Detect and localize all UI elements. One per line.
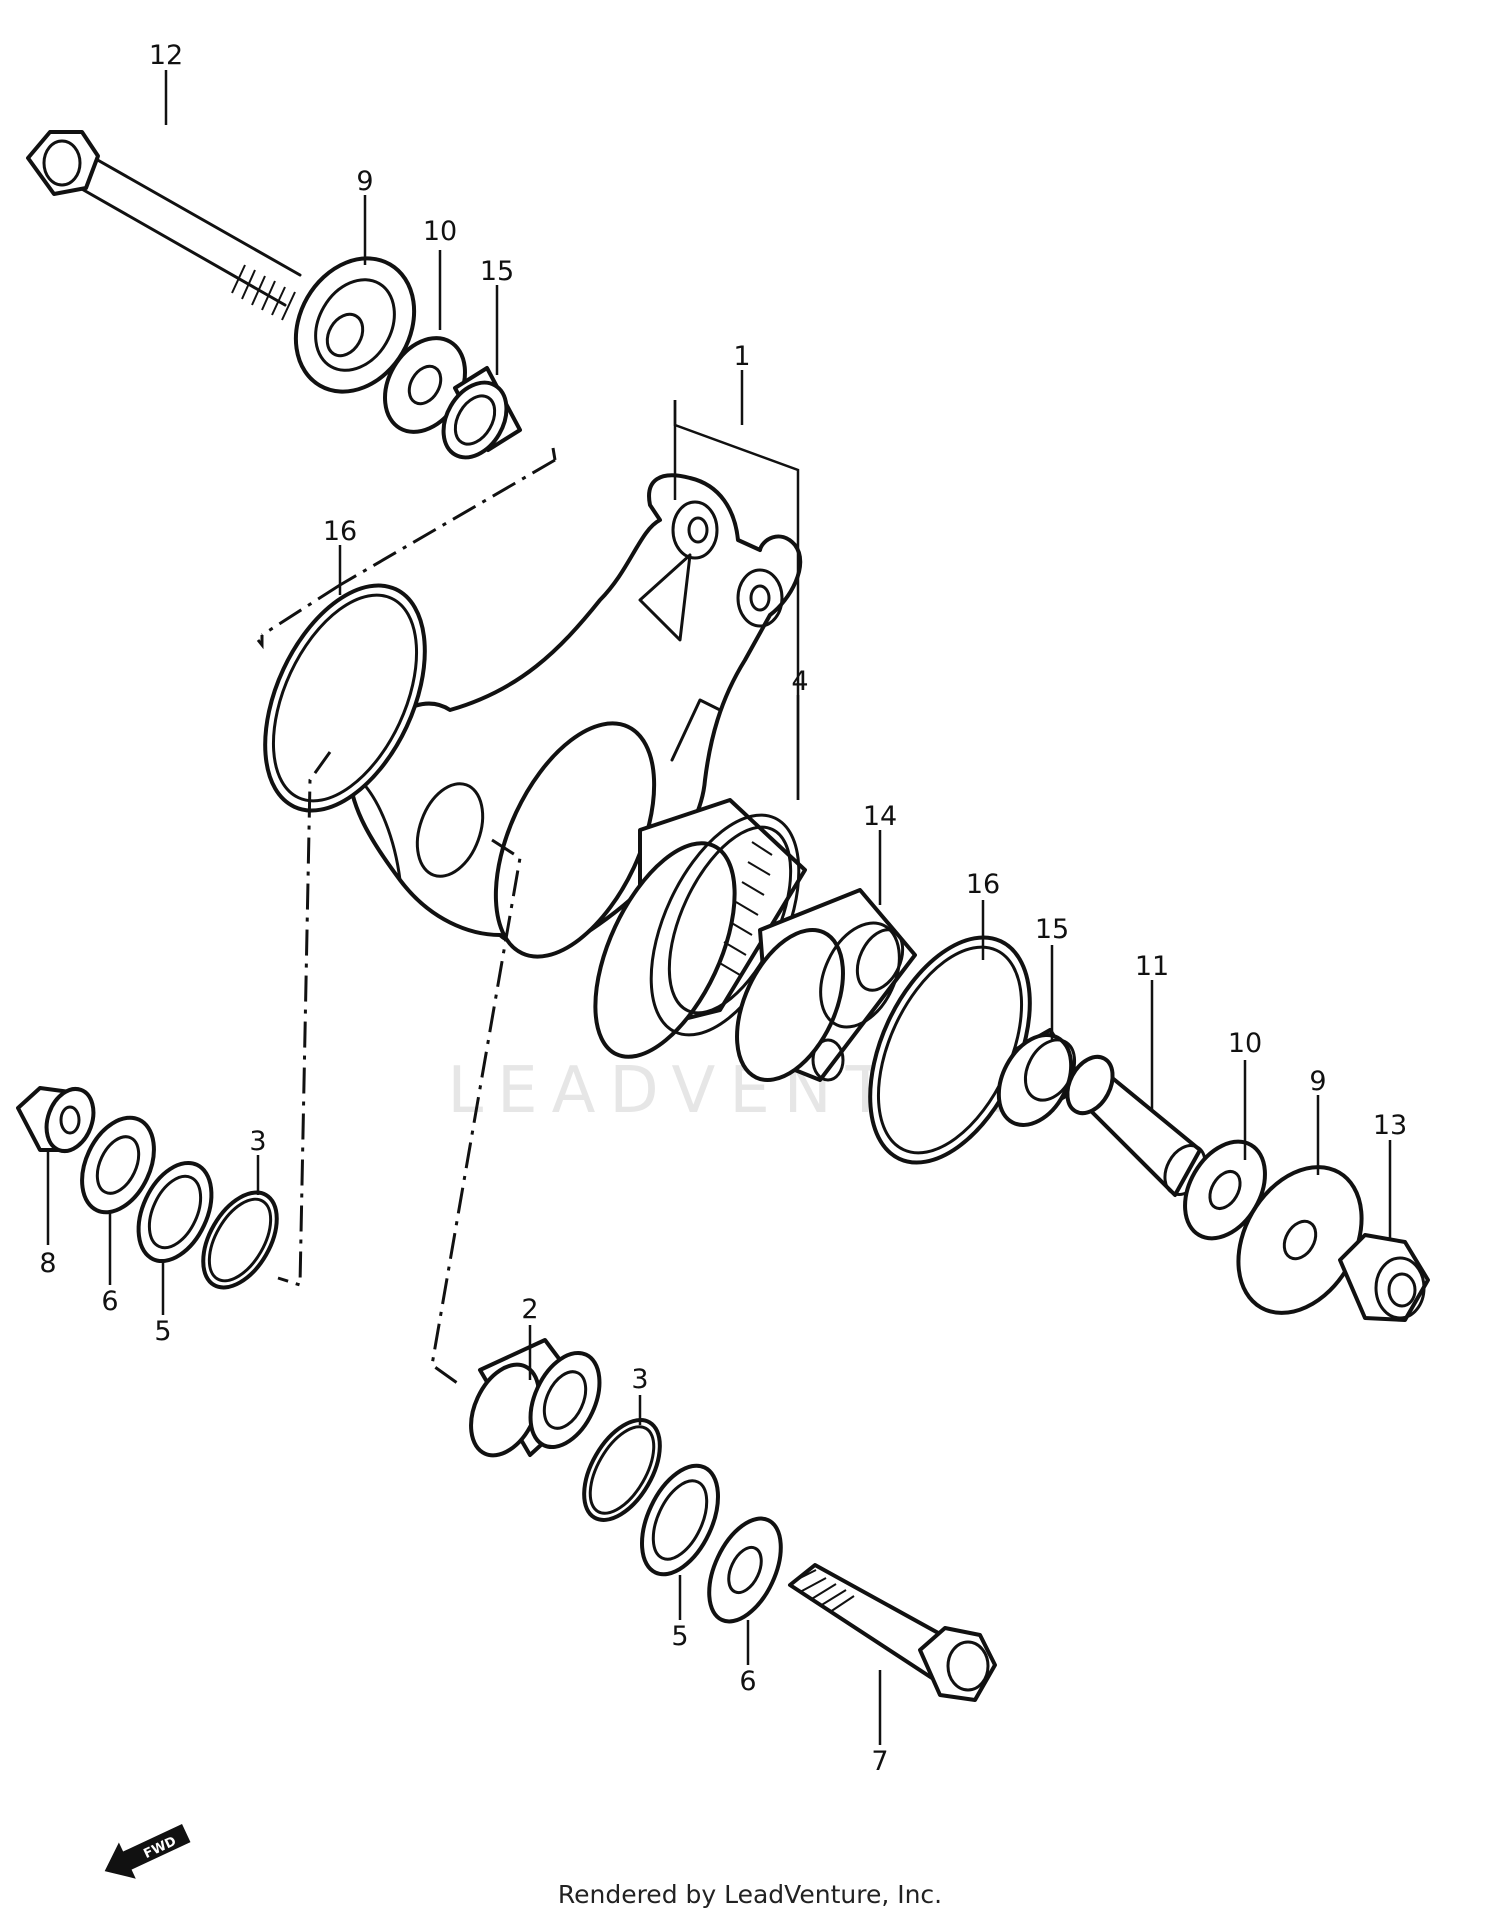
callout-14: 14 — [863, 801, 897, 832]
footer-credit: Rendered by LeadVenture, Inc. — [557, 1880, 943, 1909]
part-10-washer-top — [383, 336, 467, 434]
part-3-snap-ring-bottom — [582, 1418, 662, 1522]
part-12-bolt — [26, 130, 302, 321]
part-14-spacer — [735, 888, 917, 1082]
callout-5-left: 5 — [154, 1316, 171, 1347]
fwd-arrow-icon: FWD — [104, 1824, 191, 1879]
part-3-snap-ring-left — [201, 1190, 279, 1290]
callout-9-top: 9 — [356, 166, 373, 197]
part-7-bolt — [788, 1563, 997, 1702]
callout-6-left: 6 — [101, 1286, 118, 1317]
callout-11: 11 — [1135, 951, 1169, 982]
callout-15-right: 15 — [1035, 914, 1069, 945]
part-2-bearing — [469, 1338, 602, 1458]
part-13-nut — [1338, 1233, 1430, 1322]
callout-3-bottom: 3 — [631, 1364, 648, 1395]
leader-lines — [46, 70, 1392, 1745]
callout-16-right: 16 — [966, 869, 1000, 900]
callout-15-top: 15 — [480, 256, 514, 287]
part-5-washer-bottom — [640, 1463, 720, 1577]
callout-5-bottom: 5 — [671, 1621, 688, 1652]
part-8-nut — [16, 1086, 96, 1153]
part-10-washer-right — [1183, 1139, 1267, 1241]
callout-3-left: 3 — [249, 1126, 266, 1157]
callout-10-right: 10 — [1228, 1028, 1262, 1059]
callout-9-right: 9 — [1309, 1066, 1326, 1097]
callout-labels: 12 9 10 15 1 16 4 14 16 15 11 10 9 13 3 … — [39, 40, 1407, 1777]
callout-16-left: 16 — [323, 516, 357, 547]
part-15-bearing-top — [441, 366, 522, 460]
callout-7: 7 — [871, 1746, 888, 1777]
callout-8: 8 — [39, 1248, 56, 1279]
callout-1: 1 — [733, 341, 750, 372]
part-11-collar — [1065, 1054, 1207, 1197]
callout-4: 4 — [791, 666, 808, 697]
callout-6-bottom: 6 — [739, 1666, 756, 1697]
part-5-washer-left — [136, 1160, 214, 1264]
callout-12: 12 — [149, 40, 183, 71]
part-6-seal-left — [80, 1115, 156, 1215]
part-6-washer-bottom — [707, 1516, 783, 1624]
centerlines — [256, 447, 557, 1387]
part-16-o-ring-left — [263, 583, 427, 813]
callout-2: 2 — [521, 1294, 538, 1325]
callout-13: 13 — [1373, 1110, 1407, 1141]
callout-10-top: 10 — [423, 216, 457, 247]
